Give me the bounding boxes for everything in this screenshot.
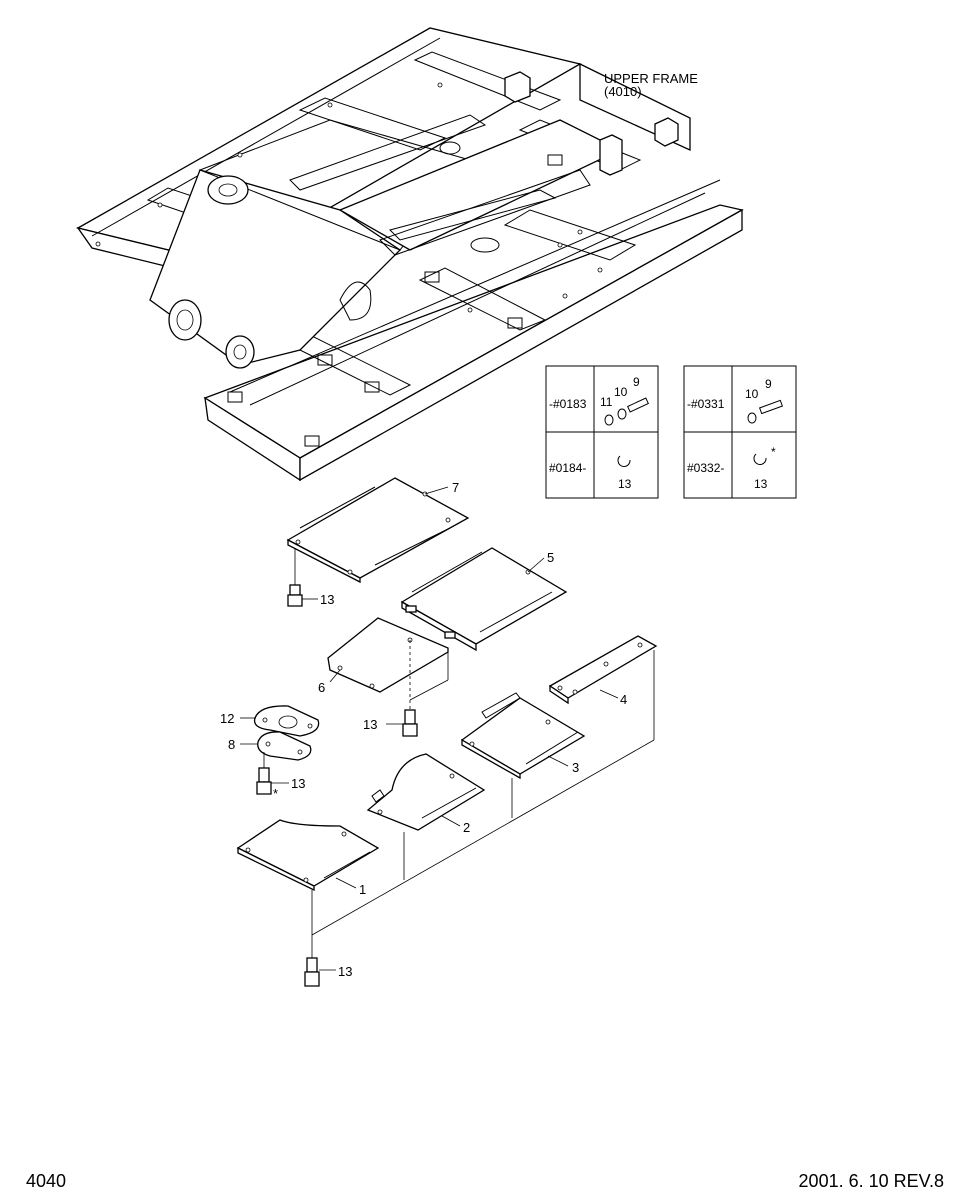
cover-plate-2	[366, 753, 486, 831]
table-right-part-9: 9	[765, 377, 772, 391]
bolt-label-13b: 13	[363, 717, 377, 732]
part-label-4: 4	[620, 692, 627, 707]
table-right-part-10: 10	[745, 387, 759, 401]
cover-plate-6	[327, 617, 449, 701]
upper-frame-callout-code: (4010)	[604, 84, 642, 99]
table-right-part-13: 13	[754, 477, 768, 491]
table-left-part-11: 11	[600, 395, 613, 409]
bolt-label-13a: 13	[320, 592, 334, 607]
bolt-13-left-star	[256, 752, 289, 795]
table-left-part-13: 13	[618, 477, 632, 491]
bolt-label-13d: 13	[338, 964, 352, 979]
washer-icon	[604, 414, 614, 426]
upper-frame-callout: UPPER FRAME	[604, 71, 698, 86]
table-left-part-9: 9	[633, 375, 640, 389]
clip-icon	[617, 455, 631, 467]
table-right-star: *	[771, 445, 776, 459]
serial-range-right-bottom: #0332-	[687, 461, 724, 475]
part-label-7: 7	[452, 480, 459, 495]
table-left-part-10: 10	[614, 385, 628, 399]
plate-8	[240, 731, 312, 761]
serial-range-left-bottom: #0184-	[549, 461, 586, 475]
bolt-13-middle	[386, 640, 418, 737]
cover-plate-7	[286, 477, 470, 584]
bolt-icon	[627, 397, 649, 413]
cover-plate-4	[548, 635, 658, 705]
washer-icon	[747, 412, 757, 424]
bolt-leader-lines	[311, 650, 655, 936]
part-label-12: 12	[220, 711, 234, 726]
serial-range-right-top: -#0331	[687, 397, 725, 411]
page-number: 4040	[26, 1171, 67, 1191]
gasket-12	[240, 705, 320, 737]
bolt-icon	[758, 399, 784, 415]
part-label-8: 8	[228, 737, 235, 752]
part-label-2: 2	[463, 820, 470, 835]
clip-icon	[753, 453, 767, 465]
serial-table-right: -#0331 #0332- 10 9 * 13	[683, 365, 797, 499]
bolt-label-13c: 13	[291, 776, 305, 791]
cover-plate-5	[400, 547, 568, 652]
part-label-5: 5	[547, 550, 554, 565]
serial-table-left: -#0183 #0184- 11 10 9 13	[545, 365, 659, 499]
part-label-1: 1	[359, 882, 366, 897]
cover-plate-3	[460, 692, 586, 780]
bolt-13-bottom	[304, 935, 336, 987]
upper-frame-illustration	[76, 27, 744, 482]
cover-plate-1	[236, 819, 380, 892]
revision-date: 2001. 6. 10 REV.8	[798, 1171, 944, 1191]
serial-range-left-top: -#0183	[549, 397, 587, 411]
star-mark: *	[273, 786, 278, 801]
part-label-6: 6	[318, 680, 325, 695]
bolt-13-upper-left	[287, 548, 318, 607]
part-label-3: 3	[572, 760, 579, 775]
spring-washer-icon	[617, 408, 627, 420]
